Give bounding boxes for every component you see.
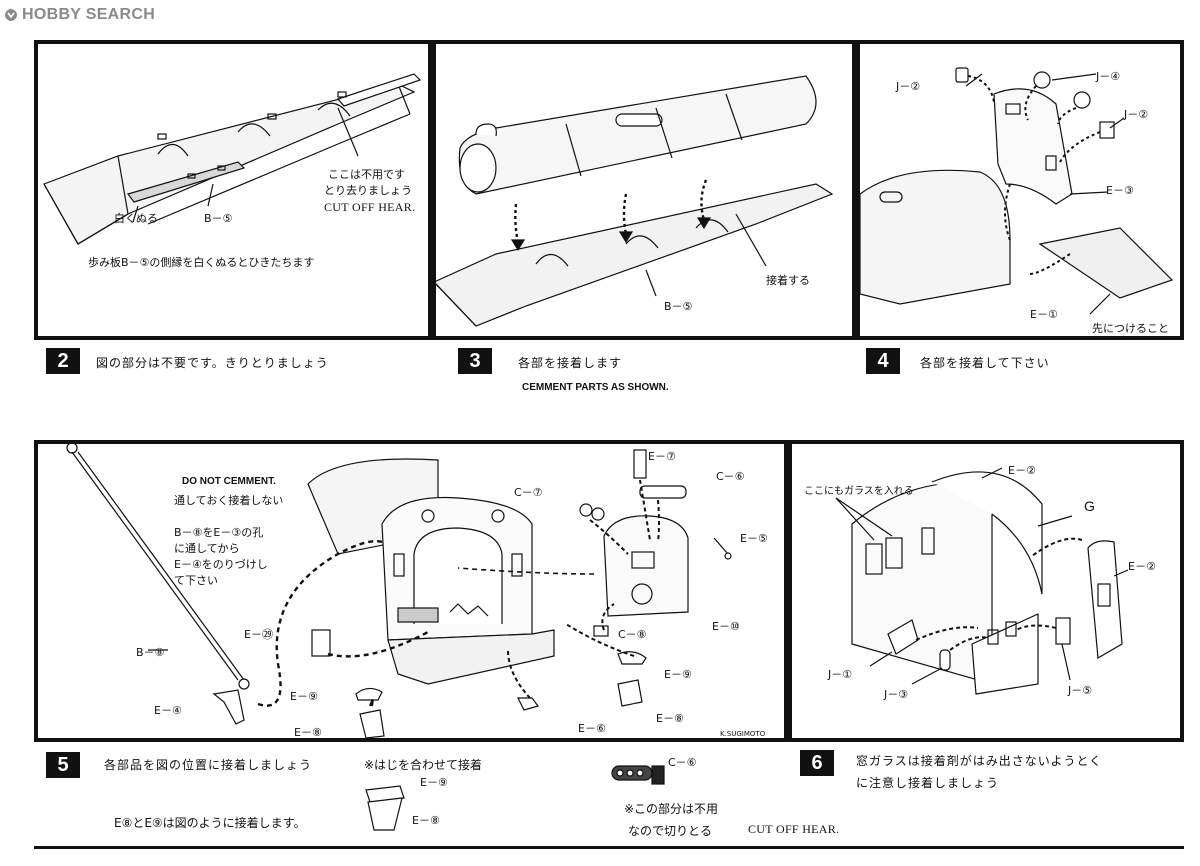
c6-detail-label: C－⑥ xyxy=(668,756,697,769)
label-e7: E－⑦ xyxy=(648,450,676,463)
step5-number: 5 xyxy=(46,752,80,778)
c6-cut-detail xyxy=(611,765,665,785)
label-instr-1: B－⑧をE－③の孔 xyxy=(174,526,264,539)
step6-caption-1: 窓ガラスは接着剤がはみ出さないようとく xyxy=(856,754,1103,768)
panel-step3: 接着する B－⑤ xyxy=(432,40,856,340)
boiler-frame-illustration xyxy=(436,75,834,327)
e8-detail-label: E－⑧ xyxy=(412,814,440,827)
step5-caption: 各部品を図の位置に接着しましょう xyxy=(104,758,313,772)
label-e9-right: E－⑨ xyxy=(664,668,692,681)
cut-note-2: なので切りとる xyxy=(628,824,713,838)
label-do-not: DO NOT CEMMENT. xyxy=(182,476,276,487)
step3-caption: 各部を接着します xyxy=(518,356,623,370)
cab-front-illustration xyxy=(860,67,1174,315)
label-e5: E－⑤ xyxy=(740,532,768,545)
bottom-rule xyxy=(34,846,1184,849)
step6-number: 6 xyxy=(800,750,834,776)
label-j2-top: J－② xyxy=(896,80,921,93)
label-fuyou-1: ここは不用です xyxy=(328,168,405,181)
step2-caption: 図の部分は不要です。きりとりましょう xyxy=(96,356,329,370)
hashi-note: ※はじを合わせて接着 xyxy=(364,758,483,772)
e8-e9-detail xyxy=(365,785,405,831)
label-e4: E－④ xyxy=(154,704,182,717)
label-b5-panel3: B－⑤ xyxy=(664,300,693,313)
step6-caption-2: に注意し接着しましょう xyxy=(856,776,1000,790)
cab-window-illustration xyxy=(835,467,1129,695)
logo-text: HOBBY SEARCH xyxy=(22,6,156,23)
logo-icon xyxy=(5,9,17,21)
label-cutoff: CUT OFF HEAR. xyxy=(324,200,416,214)
e8-e9-note: E⑧とE⑨は図のように接着します。 xyxy=(114,816,306,830)
label-tooshite: 通しておく接着しない xyxy=(174,494,284,507)
label-garasu: ここにもガラスを入れる xyxy=(804,486,914,497)
label-instr-2: に通してから xyxy=(174,542,240,555)
label-e8-left: E－⑧ xyxy=(294,726,322,739)
step4-number: 4 xyxy=(866,348,900,374)
label-j5: J－⑤ xyxy=(1068,684,1093,697)
frame-cutoff-illustration xyxy=(43,73,422,245)
label-j1: J－① xyxy=(828,668,853,681)
label-e1: E－① xyxy=(1030,308,1058,321)
signature: K.SUGIMOTO xyxy=(720,730,766,738)
label-g: G xyxy=(1084,498,1095,514)
e9-detail-label: E－⑨ xyxy=(420,776,448,789)
label-instr-3: E－④をのりづけし xyxy=(174,558,268,571)
panel-step2: 白くぬる B－⑤ ここは不用です とり去りましょう CUT OFF HEAR. … xyxy=(34,40,432,340)
step4-caption: 各部を接着して下さい xyxy=(920,356,1050,370)
panel-step4: J－② J－④ J－② E－③ E－① 先につけること xyxy=(856,40,1184,340)
label-fuyou-2: とり去りましょう xyxy=(324,184,412,197)
label-e9-left: E－⑨ xyxy=(290,690,318,703)
step2-number: 2 xyxy=(46,348,80,374)
cut-note-en: CUT OFF HEAR. xyxy=(748,822,840,836)
label-j3: J－③ xyxy=(884,688,909,701)
label-saki: 先につけること xyxy=(1092,322,1169,335)
panel-step5: DO NOT CEMMENT. 通しておく接着しない B－⑧をE－③の孔 に通し… xyxy=(34,440,788,742)
label-e6: E－⑥ xyxy=(578,722,606,735)
label-instr-4: て下さい xyxy=(174,574,218,587)
cab-detail-illustration xyxy=(66,444,732,738)
label-e8-right: E－⑧ xyxy=(656,712,684,725)
label-b8: B－⑧ xyxy=(136,646,165,659)
label-e29: E－㉙ xyxy=(244,628,273,641)
panel2-note: 歩み板B－⑤の側縁を白くぬるとひきたちます xyxy=(88,256,315,269)
label-j4: J－④ xyxy=(1096,70,1121,83)
label-j2-right: J－② xyxy=(1124,108,1149,121)
label-c7: C－⑦ xyxy=(514,486,543,499)
label-e2-top: E－② xyxy=(1008,464,1036,477)
cut-note-1: ※この部分は不用 xyxy=(624,802,719,816)
site-logo: HOBBY SEARCH xyxy=(4,4,155,26)
panel-step6: ここにもガラスを入れる E－② G E－② J－① J－③ J－⑤ xyxy=(788,440,1184,742)
label-shiroku: 白くぬる xyxy=(114,212,158,225)
step3-caption-en: CEMMENT PARTS AS SHOWN. xyxy=(522,382,669,393)
label-b5: B－⑤ xyxy=(204,212,233,225)
label-c6: C－⑥ xyxy=(716,470,745,483)
label-c8: C－⑧ xyxy=(618,628,647,641)
label-e2-right: E－② xyxy=(1128,560,1156,573)
label-e10: E－⑩ xyxy=(712,620,740,633)
label-e3: E－③ xyxy=(1106,184,1134,197)
label-setchaku: 接着する xyxy=(766,274,810,287)
step3-number: 3 xyxy=(458,348,492,374)
